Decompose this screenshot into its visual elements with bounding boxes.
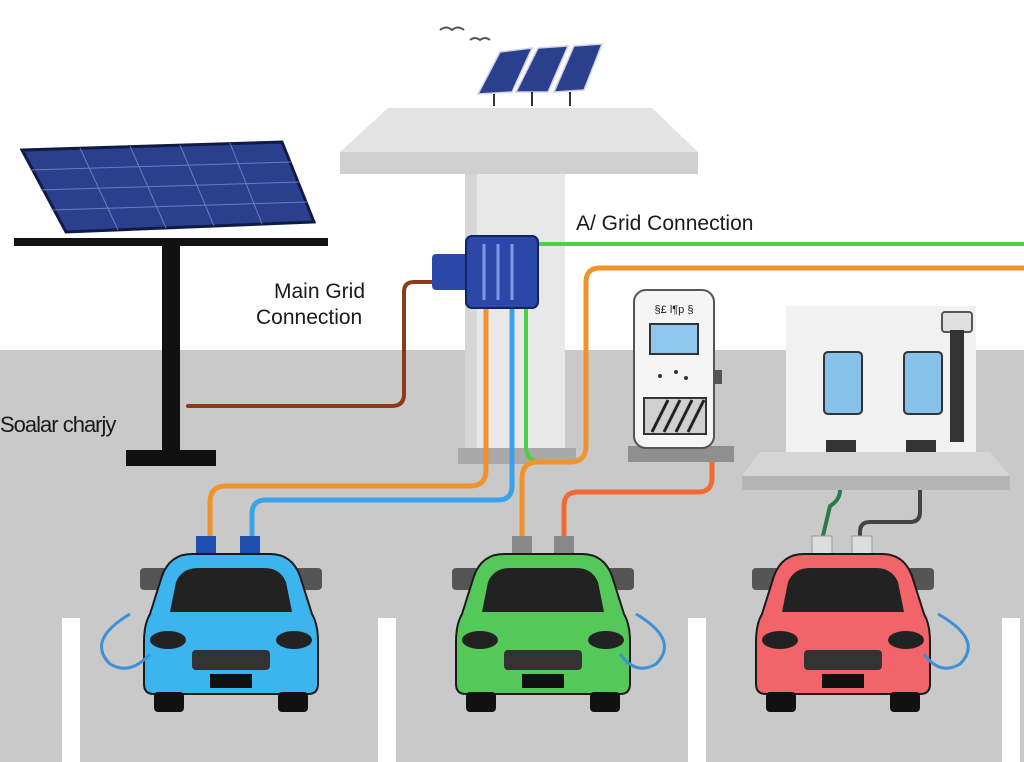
green-car[interactable]	[451, 536, 666, 713]
blue-car[interactable]	[100, 536, 323, 713]
red-car[interactable]	[751, 535, 970, 713]
parking-lines	[62, 618, 1020, 762]
main-grid-wire	[186, 280, 440, 408]
car-icon	[451, 553, 635, 713]
orange-wire-to-green-car	[519, 265, 1024, 541]
wall-charging-station-icon[interactable]	[742, 306, 1010, 490]
wall-cable-left	[820, 450, 842, 542]
car-icon	[751, 553, 935, 713]
main-grid-label-line2: Connection	[256, 306, 362, 329]
birds-icon	[439, 26, 491, 42]
charger-screen-label: §£ l¶p §	[655, 304, 694, 316]
ai-grid-connection-label: A/ Grid Connection	[576, 212, 753, 235]
wall-cable-right	[858, 450, 922, 542]
orange-wire-to-blue-car	[207, 299, 489, 543]
blue-wire-to-blue-car	[249, 299, 515, 543]
junction-box-icon	[432, 235, 539, 309]
ai-grid-wire	[524, 242, 1024, 256]
main-grid-label-line1: Main Grid	[274, 280, 365, 303]
solar-charging-label: Soalar charjy	[0, 412, 116, 437]
red-wire-to-green-car	[561, 457, 715, 541]
canopy-building	[340, 108, 698, 464]
solar-panel-icon	[14, 140, 328, 466]
charging-kiosk-icon[interactable]: §£ l¶p §	[628, 289, 734, 462]
car-icon	[139, 553, 323, 713]
roof-solar-panels-icon	[476, 43, 604, 106]
